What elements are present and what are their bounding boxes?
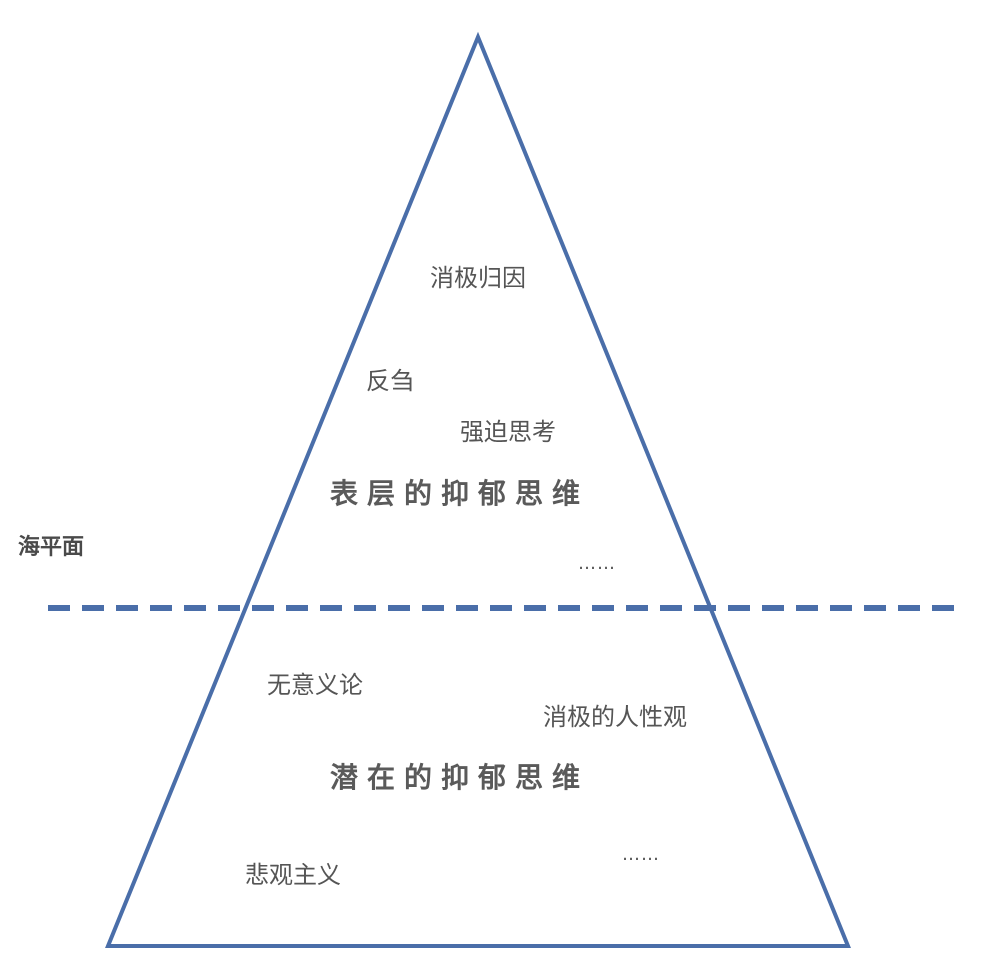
latent-heading: 潜在的抑郁思维 [330,761,590,794]
latent-ellipsis: …… [622,844,660,865]
latent-item-negative-view-of-humanity: 消极的人性观 [543,703,687,731]
surface-ellipsis: …… [578,553,616,574]
surface-item-negative-attribution: 消极归因 [430,264,526,292]
surface-item-obsessive-thinking: 强迫思考 [460,418,556,446]
latent-item-meaninglessness: 无意义论 [267,671,363,699]
pyramid-outline [105,31,851,948]
sea-level-label: 海平面 [18,535,85,560]
surface-item-rumination: 反刍 [366,367,414,395]
latent-item-pessimism: 悲观主义 [245,861,341,889]
surface-heading: 表层的抑郁思维 [330,477,590,510]
